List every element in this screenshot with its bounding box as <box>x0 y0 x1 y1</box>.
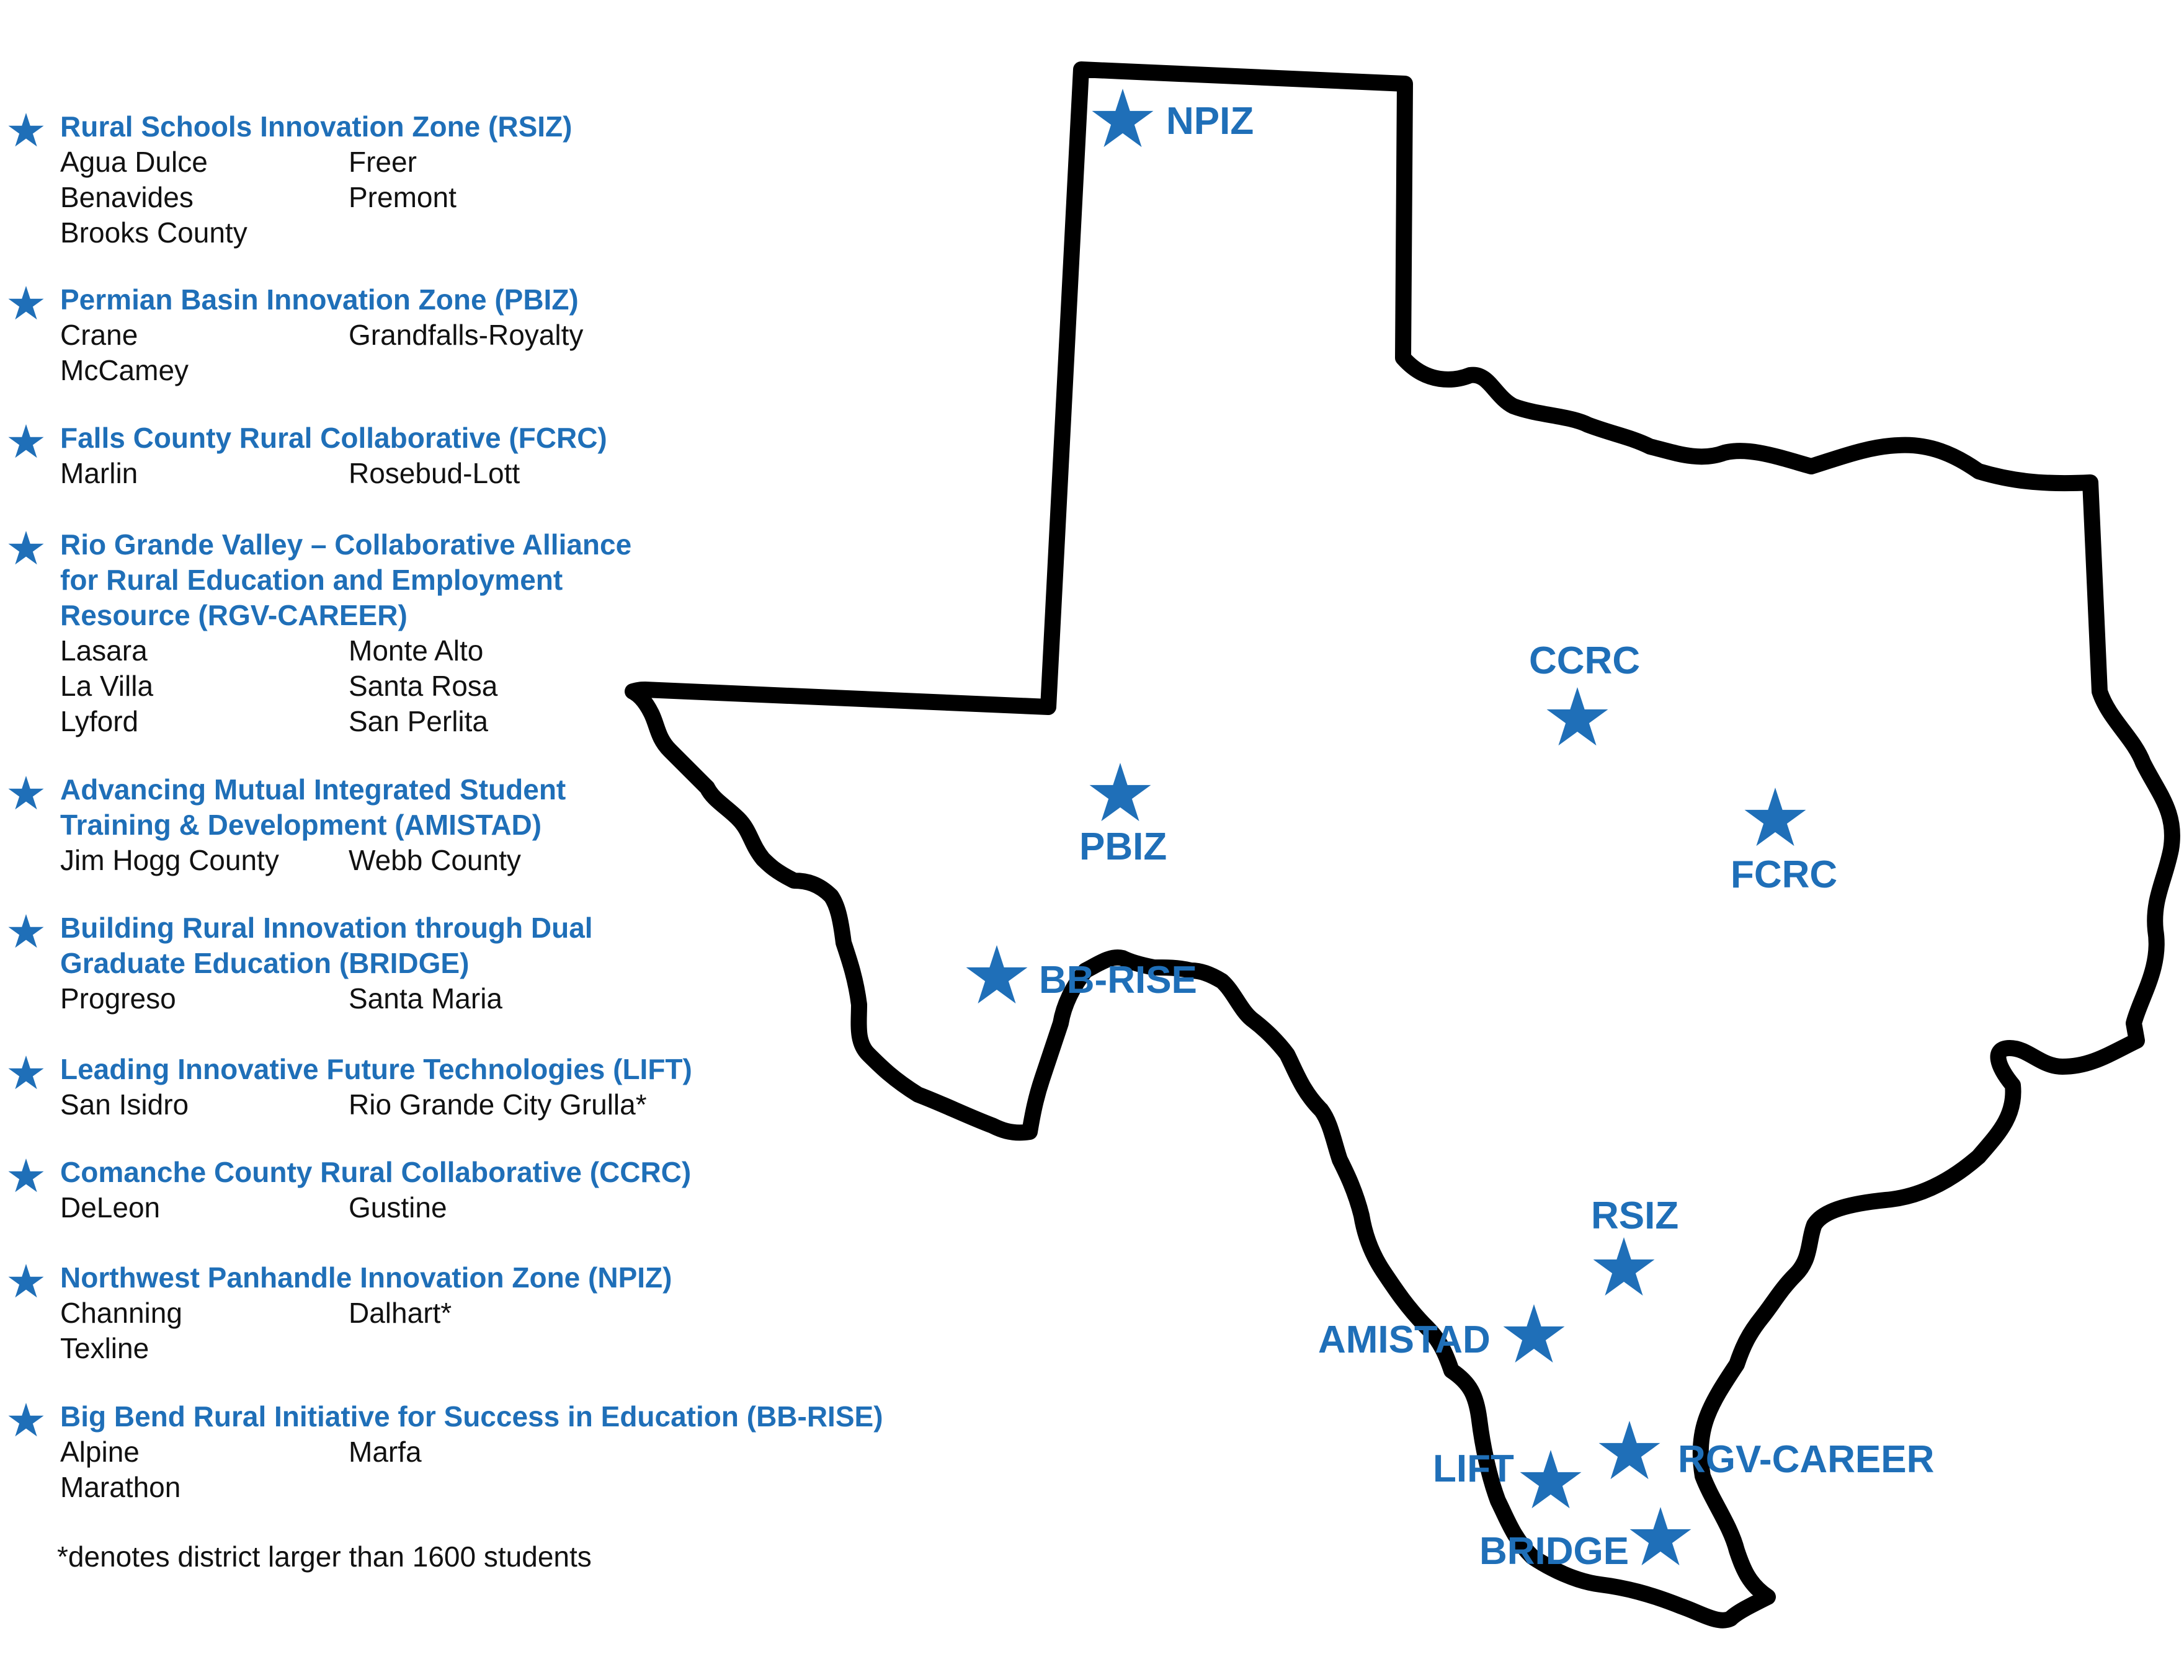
texas-outline <box>625 61 2180 1629</box>
district-name: McCamey <box>60 354 189 386</box>
star-pbiz <box>1089 763 1151 822</box>
legend-title-line: Northwest Panhandle Innovation Zone (NPI… <box>60 1261 672 1294</box>
star-icon <box>8 1403 44 1437</box>
district-name: Lyford <box>60 705 139 737</box>
star-icon <box>8 776 44 810</box>
legend-title-line: Advancing Mutual Integrated Student <box>60 773 566 806</box>
legend-title-line: Rio Grande Valley – Collaborative Allian… <box>60 528 632 561</box>
map-label-rgvcareer: RGV-CAREER <box>1678 1438 1935 1481</box>
star-icon <box>8 1264 44 1298</box>
footnote: *denotes district larger than 1600 stude… <box>57 1540 592 1573</box>
district-name: Premont <box>349 181 457 213</box>
legend-title: Falls County Rural Collaborative (FCRC) <box>60 420 929 456</box>
map-label-bbrise: BB-RISE <box>1039 959 1197 1002</box>
district-name: Jim Hogg County <box>60 844 279 876</box>
map-label-pbiz: PBIZ <box>1079 825 1167 868</box>
star-icon <box>8 424 44 458</box>
district-name: San Isidro <box>60 1088 189 1121</box>
legend-title-line: Training & Development (AMISTAD) <box>60 809 542 841</box>
district-name: San Perlita <box>349 705 489 737</box>
map-label-bridge: BRIDGE <box>1479 1530 1629 1573</box>
district-name: Crane <box>60 319 138 351</box>
map-label-amistad: AMISTAD <box>1318 1318 1491 1361</box>
star-fcrc <box>1744 788 1806 847</box>
legend-title-line: Leading Innovative Future Technologies (… <box>60 1053 692 1085</box>
district-name: Dalhart* <box>349 1297 452 1329</box>
legend-title-line: Rural Schools Innovation Zone (RSIZ) <box>60 110 573 143</box>
district-name: Agua Dulce <box>60 146 208 178</box>
district-name: Santa Maria <box>349 982 503 1015</box>
legend-title: Comanche County Rural Collaborative (CCR… <box>60 1155 929 1190</box>
star-rsiz <box>1593 1237 1655 1296</box>
legend-title-line: Building Rural Innovation through Dual <box>60 912 593 944</box>
district-name: DeLeon <box>60 1191 161 1224</box>
legend-title: Northwest Panhandle Innovation Zone (NPI… <box>60 1260 929 1296</box>
legend-title-line: Falls County Rural Collaborative (FCRC) <box>60 422 607 454</box>
star-bbrise <box>966 945 1028 1004</box>
district-name: Marfa <box>349 1436 422 1468</box>
district-name: Marathon <box>60 1471 181 1503</box>
star-icon <box>8 113 44 147</box>
star-icon <box>8 531 44 565</box>
star-rgvcareer <box>1598 1421 1660 1480</box>
legend-title: Rural Schools Innovation Zone (RSIZ) <box>60 109 929 144</box>
legend-title-line: Comanche County Rural Collaborative (CCR… <box>60 1156 692 1188</box>
legend: Rural Schools Innovation Zone (RSIZ)Agua… <box>0 0 943 1680</box>
legend-title-line: for Rural Education and Employment <box>60 564 563 596</box>
map-label-lift: LIFT <box>1433 1447 1514 1490</box>
map-label-npiz: NPIZ <box>1166 100 1254 143</box>
legend-title: Big Bend Rural Initiative for Success in… <box>60 1399 929 1434</box>
legend-title-line: Resource (RGV-CAREER) <box>60 599 408 631</box>
district-name: Freer <box>349 146 417 178</box>
star-icon <box>8 914 44 948</box>
district-name: Gustine <box>349 1191 447 1224</box>
star-ccrc <box>1546 687 1608 746</box>
legend-title-line: Big Bend Rural Initiative for Success in… <box>60 1400 883 1433</box>
district-name: Brooks County <box>60 216 247 249</box>
legend-title: Leading Innovative Future Technologies (… <box>60 1052 929 1087</box>
star-icon <box>8 1056 44 1090</box>
district-name: Alpine <box>60 1436 140 1468</box>
district-name: Benavides <box>60 181 194 213</box>
district-name: Rosebud-Lott <box>349 457 520 489</box>
district-name: Grandfalls-Royalty <box>349 319 584 351</box>
star-icon <box>8 286 44 320</box>
district-name: Marlin <box>60 457 138 489</box>
district-name: Channing <box>60 1297 182 1329</box>
legend-title: Rio Grande Valley – Collaborative Allian… <box>60 527 929 633</box>
district-name: Monte Alto <box>349 634 484 667</box>
map-label-ccrc: CCRC <box>1529 639 1641 682</box>
district-name: Santa Rosa <box>349 670 498 702</box>
legend-title-line: Graduate Education (BRIDGE) <box>60 947 470 979</box>
district-name: Texline <box>60 1332 149 1364</box>
district-name: Rio Grande City Grulla* <box>349 1088 647 1121</box>
district-name: Lasara <box>60 634 148 667</box>
legend-title-line: Permian Basin Innovation Zone (PBIZ) <box>60 283 579 316</box>
star-bridge <box>1629 1507 1691 1566</box>
district-name: La Villa <box>60 670 154 702</box>
star-amistad <box>1503 1304 1565 1363</box>
star-icon <box>8 1158 44 1193</box>
district-name: Webb County <box>349 844 521 876</box>
district-name: Progreso <box>60 982 176 1015</box>
star-lift <box>1520 1450 1582 1509</box>
map-label-fcrc: FCRC <box>1731 853 1838 896</box>
star-npiz <box>1092 89 1154 148</box>
map-label-rsiz: RSIZ <box>1591 1194 1679 1237</box>
legend-title: Permian Basin Innovation Zone (PBIZ) <box>60 282 929 318</box>
